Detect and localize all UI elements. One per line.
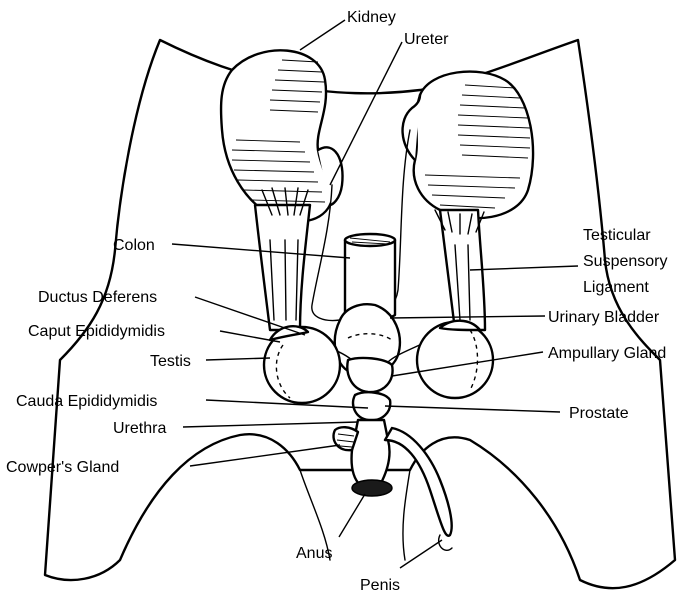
right-thigh-fold (403, 470, 410, 560)
label-testis: Testis (150, 353, 191, 370)
label-testicular-3: Ligament (583, 279, 649, 296)
label-ureter: Ureter (404, 31, 449, 48)
label-penis: Penis (360, 577, 400, 594)
prostate (353, 392, 390, 420)
label-kidney: Kidney (347, 9, 396, 26)
label-anus: Anus (296, 545, 332, 562)
label-colon: Colon (113, 237, 155, 254)
label-caput-epididymidis: Caput Epididymidis (28, 323, 165, 340)
ampullary-gland (347, 358, 392, 392)
label-cauda-epididymidis: Cauda Epididymidis (16, 393, 157, 410)
right-kidney (414, 72, 533, 219)
label-cowpers-gland: Cowper's Gland (6, 459, 119, 476)
label-urinary-bladder: Urinary Bladder (548, 309, 660, 326)
label-ampullary-gland: Ampullary Gland (548, 345, 666, 362)
leader-anus (339, 494, 365, 537)
label-testicular-1: Testicular (583, 227, 651, 244)
label-urethra: Urethra (113, 420, 166, 437)
leader-kidney (300, 20, 345, 50)
label-ductus-deferens: Ductus Deferens (38, 289, 157, 306)
right-testis (417, 322, 493, 398)
label-testicular-2: Suspensory (583, 253, 668, 270)
leader-penis (400, 540, 442, 568)
urethra (352, 420, 390, 485)
label-prostate: Prostate (569, 405, 629, 422)
anus (352, 480, 392, 496)
